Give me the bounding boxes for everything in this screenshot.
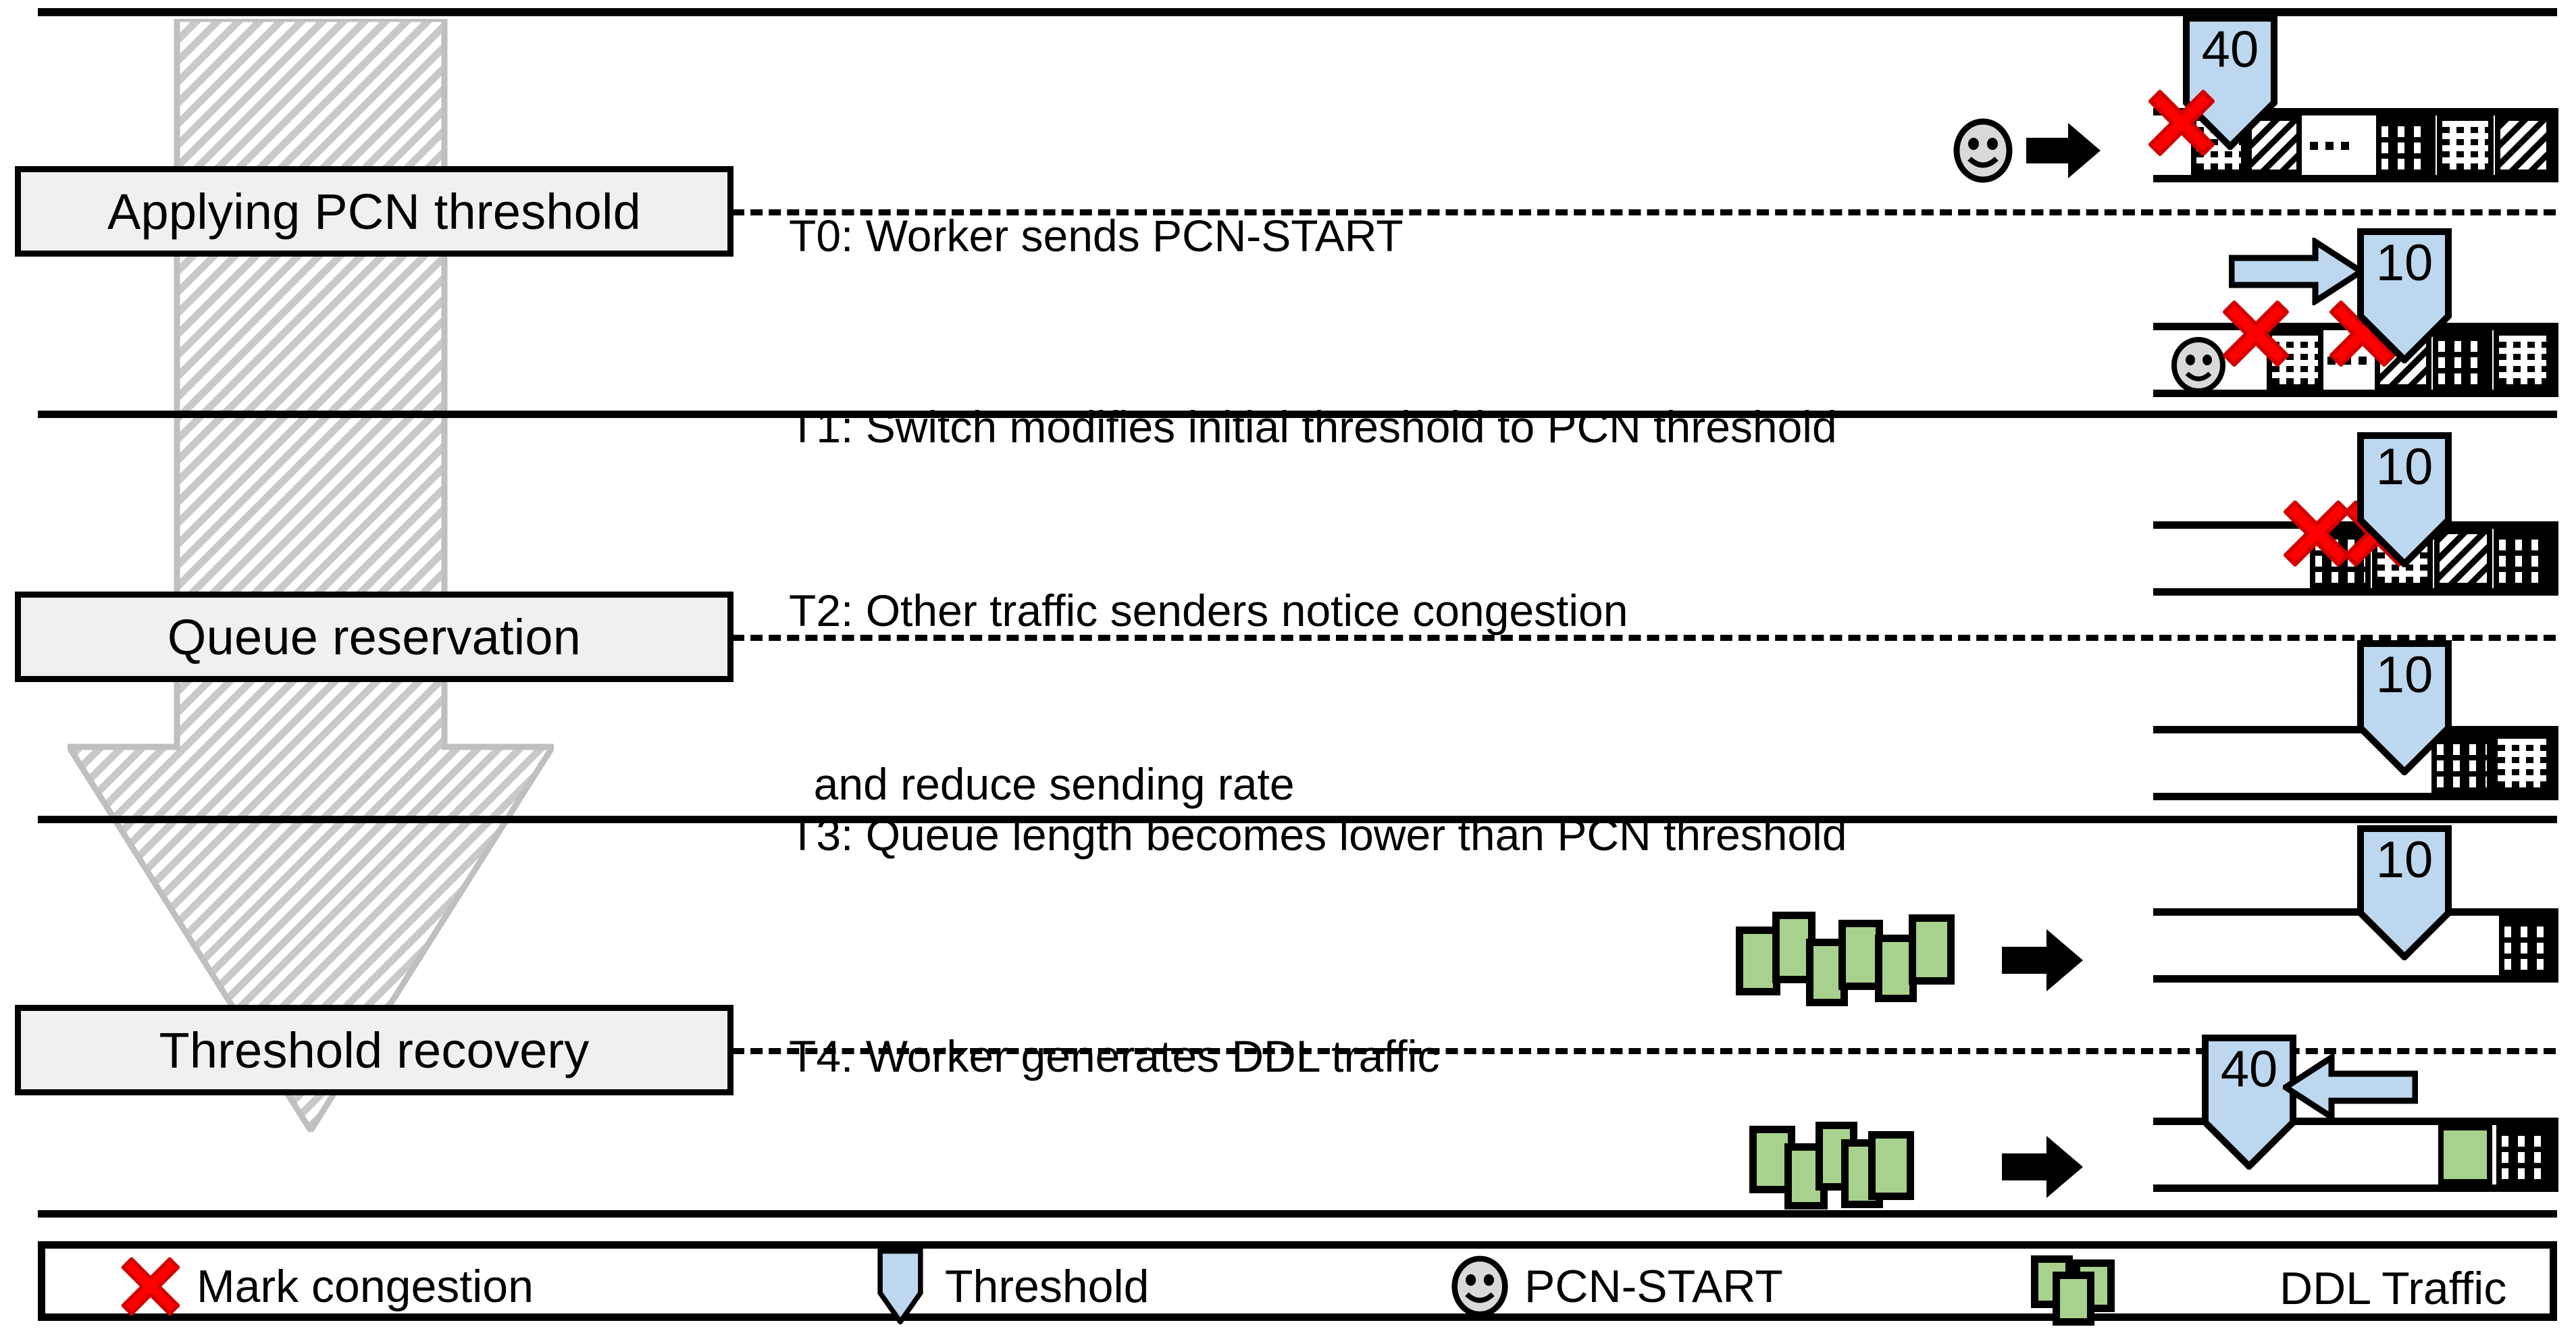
queue-right-line (2551, 726, 2558, 800)
legend-item-pcn-start: PCN-START (1450, 1255, 1783, 1318)
section-separator-3 (38, 1210, 2557, 1218)
phase-box-queue-reservation[interactable]: Queue reservation (15, 592, 733, 682)
packet-green (2438, 1125, 2492, 1184)
step-text-t3: T3: Queue length becomes lower than PCN … (789, 690, 1847, 980)
packet (2494, 330, 2552, 390)
packet (2437, 115, 2494, 175)
packet (2434, 529, 2492, 588)
phase-label: Applying PCN threshold (107, 183, 642, 240)
threshold-marker-t3: 10 (2357, 640, 2452, 777)
queue-bottom-line (2153, 793, 2558, 800)
ddl-block (1909, 914, 1955, 985)
threshold-marker-t0: 40 (2183, 15, 2277, 152)
queue-bottom-line (2153, 390, 2558, 397)
queue-top-line (2153, 1118, 2558, 1125)
packet (2246, 115, 2302, 175)
ddl-traffic-cluster-t5 (1749, 1118, 1938, 1212)
threshold-marker-t1: 10 (2357, 228, 2452, 365)
phase-label: Queue reservation (167, 608, 582, 665)
step-text-line1: T2: Other traffic senders notice congest… (789, 585, 1628, 635)
queue-top-line (2153, 108, 2558, 115)
legend-item-ddl-traffic: DDL Traffic (2024, 1249, 2506, 1328)
section-separator-1 (38, 411, 2557, 418)
step-text-t2: T2: Other traffic senders notice congest… (789, 466, 1628, 929)
phase-label: Threshold recovery (159, 1022, 590, 1078)
send-arrow-icon (2002, 929, 2083, 991)
threshold-value: 10 (2375, 646, 2433, 704)
packet (2431, 733, 2492, 793)
packet (2376, 115, 2436, 175)
substep-separator-t2-t3 (732, 635, 2556, 641)
step-text-line1: T1: Switch modifies initial threshold to… (789, 401, 1837, 452)
queue-right-line (2551, 908, 2558, 983)
queue-right-line (2551, 108, 2558, 182)
threshold-marker-t4: 10 (2357, 825, 2452, 962)
queue-t5 (2153, 1118, 2558, 1192)
legend-label: Threshold (945, 1261, 1150, 1312)
queue-ellipsis (2310, 142, 2349, 150)
packet (2492, 733, 2552, 793)
queue-bottom-line (2153, 588, 2558, 596)
step-text-line1: T3: Queue length becomes lower than PCN … (789, 809, 1847, 860)
legend-item-threshold: Threshold (876, 1249, 1150, 1326)
packet (2433, 330, 2492, 390)
threshold-value: 10 (2375, 831, 2433, 889)
step-text-t1: T1: Switch modifies initial threshold to… (789, 282, 1837, 572)
frame-rule-top (38, 8, 2557, 16)
threshold-value: 10 (2375, 234, 2433, 292)
send-arrow-icon (2002, 1136, 2083, 1198)
smiley-icon (2169, 336, 2227, 394)
step-text-line1: T0: Worker sends PCN-START (789, 210, 1403, 261)
phase-flow-arrow (63, 16, 559, 1137)
step-text-line2: and reduce sending rate (789, 758, 1295, 809)
smiley-icon (1450, 1255, 1510, 1318)
send-arrow-icon (2026, 123, 2101, 178)
packet (2499, 916, 2552, 975)
queue-right-line (2551, 521, 2558, 596)
green-blocks-icon (2024, 1250, 2159, 1327)
queue-t4 (2153, 908, 2558, 983)
threshold-recover-arrow-icon (2279, 1051, 2419, 1123)
queue-top-line (2153, 726, 2558, 733)
threshold-value: 10 (2375, 438, 2433, 496)
queue-right-line (2551, 323, 2558, 397)
ddl-traffic-cluster-t4 (1736, 912, 1965, 1006)
threshold-icon (876, 1249, 925, 1326)
threshold-value: 40 (2220, 1041, 2278, 1098)
phase-box-applying-pcn-threshold[interactable]: Applying PCN threshold (15, 166, 733, 257)
mark-congestion-icon (2282, 498, 2352, 569)
substep-separator-t0-t1 (732, 209, 2556, 215)
queue-t3 (2153, 726, 2558, 800)
threshold-marker-t2: 10 (2357, 432, 2452, 569)
threshold-marker-t5: 40 (2202, 1035, 2296, 1172)
step-text-t0: T0: Worker sends PCN-START (789, 91, 1403, 381)
mark-congestion-icon (120, 1255, 182, 1318)
packet (2495, 115, 2552, 175)
substep-separator-t4-t5 (732, 1048, 2556, 1054)
mark-congestion-icon (2221, 298, 2291, 369)
queue-top-line (2153, 908, 2558, 916)
queue-right-line (2551, 1118, 2558, 1192)
threshold-value: 40 (2201, 21, 2259, 78)
queue-bottom-line (2153, 175, 2558, 182)
step-text-t4: T4: Worker generates DDL traffic (789, 912, 1439, 1201)
smiley-icon (1952, 118, 2014, 183)
legend-label: Mark congestion (197, 1261, 534, 1312)
legend-label: DDL Traffic (2279, 1263, 2507, 1314)
packet (2496, 1125, 2552, 1184)
queue-top-line (2153, 521, 2558, 529)
legend-item-mark-congestion: Mark congestion (120, 1254, 534, 1319)
legend-label: PCN-START (1524, 1261, 1783, 1312)
section-separator-2 (38, 816, 2557, 823)
packet (2494, 529, 2552, 588)
queue-bottom-line (2153, 975, 2558, 983)
queue-bottom-line (2153, 1184, 2558, 1192)
step-text-line1: T4: Worker generates DDL traffic (789, 1031, 1440, 1081)
phase-box-threshold-recovery[interactable]: Threshold recovery (15, 1005, 733, 1095)
mark-congestion-icon (2146, 88, 2217, 158)
threshold-change-arrow-icon (2228, 236, 2367, 307)
ddl-block (1868, 1131, 1914, 1200)
legend-panel: Mark congestion Threshold PCN-START (38, 1241, 2557, 1326)
